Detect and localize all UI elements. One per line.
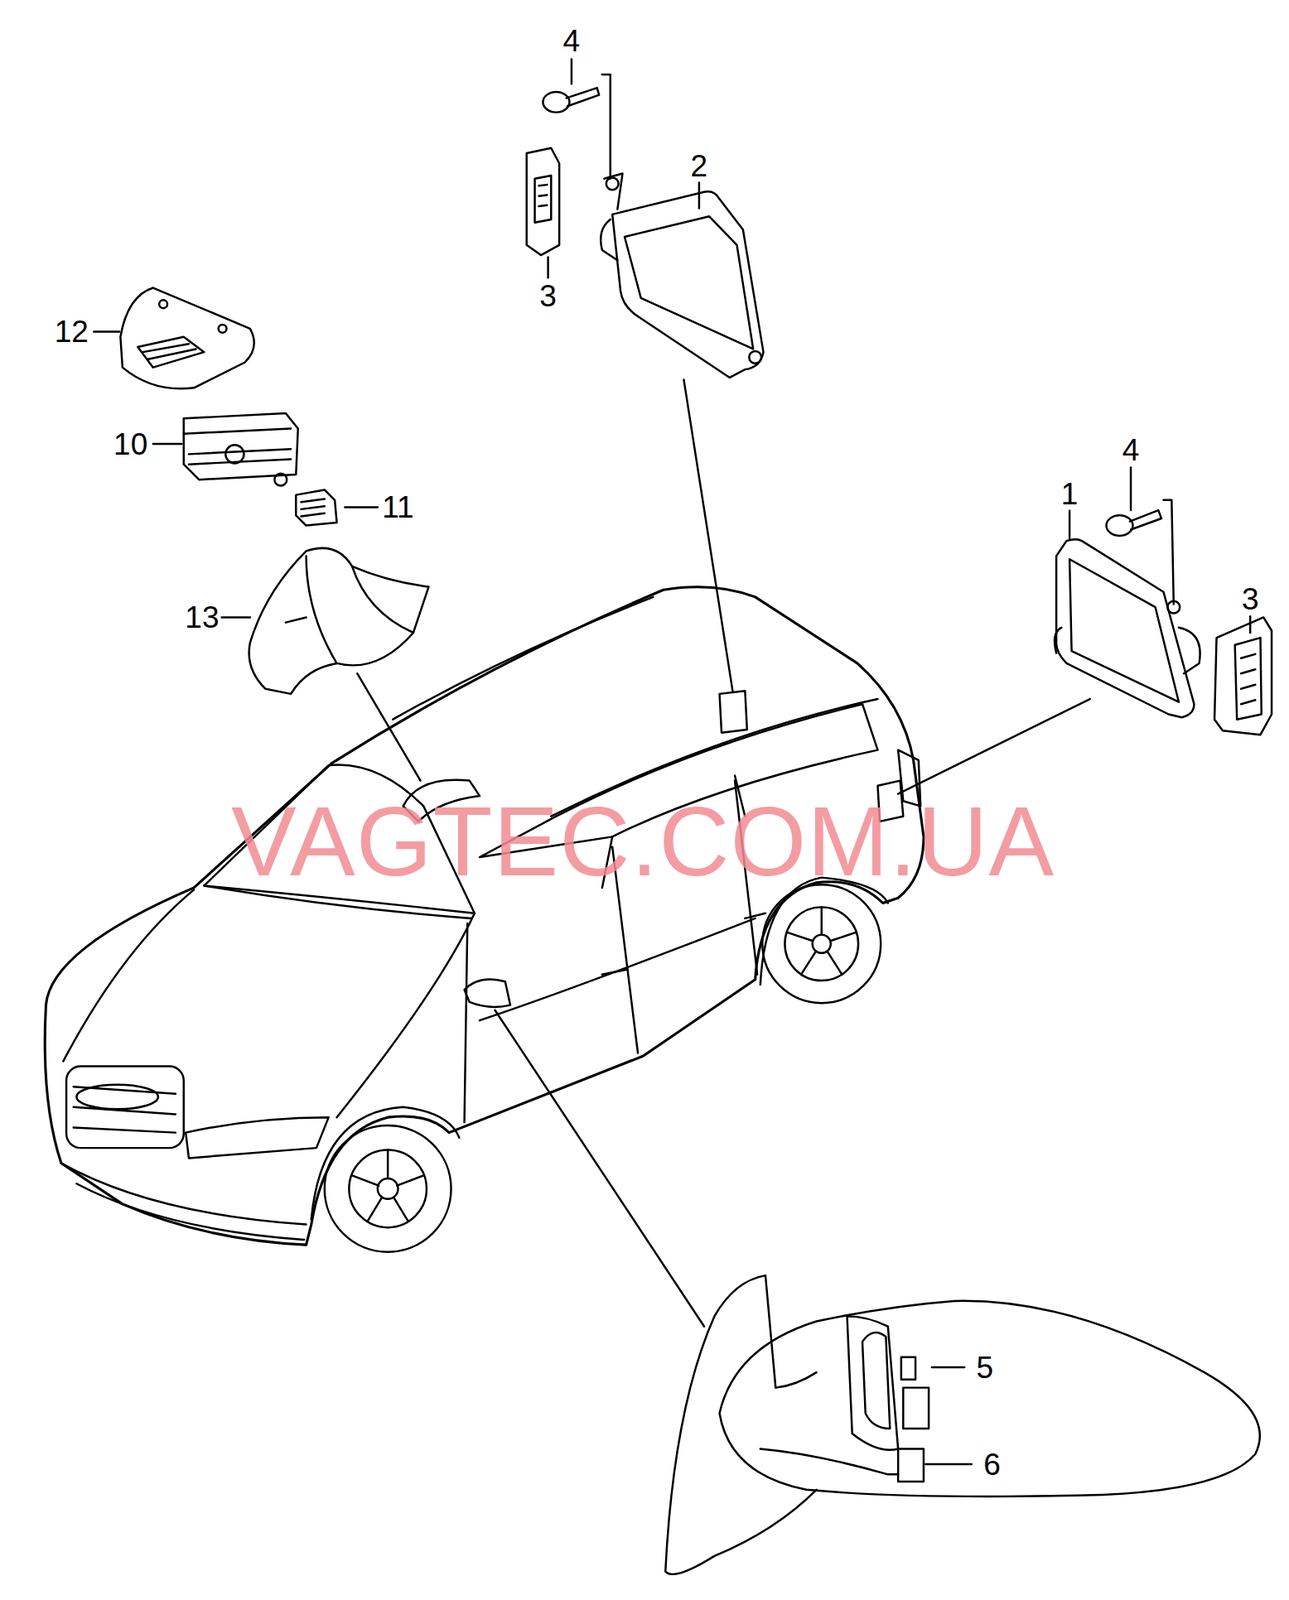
callout-number: 12 <box>53 315 91 348</box>
callout-number: 4 <box>1120 434 1142 467</box>
callout-number: 3 <box>537 280 559 313</box>
callout-number: 3 <box>1240 583 1261 616</box>
callout-number: 13 <box>183 601 221 634</box>
callout-number: 10 <box>111 427 150 460</box>
callout-number: 11 <box>380 491 416 524</box>
callout-number: 5 <box>975 1351 996 1384</box>
watermark: VAGTEC.COM.UA <box>231 792 1055 891</box>
callout-number: 1 <box>1059 477 1081 511</box>
callout-number: 2 <box>689 149 710 182</box>
callout-number: 4 <box>561 24 583 58</box>
callout-number: 6 <box>981 1448 1003 1481</box>
